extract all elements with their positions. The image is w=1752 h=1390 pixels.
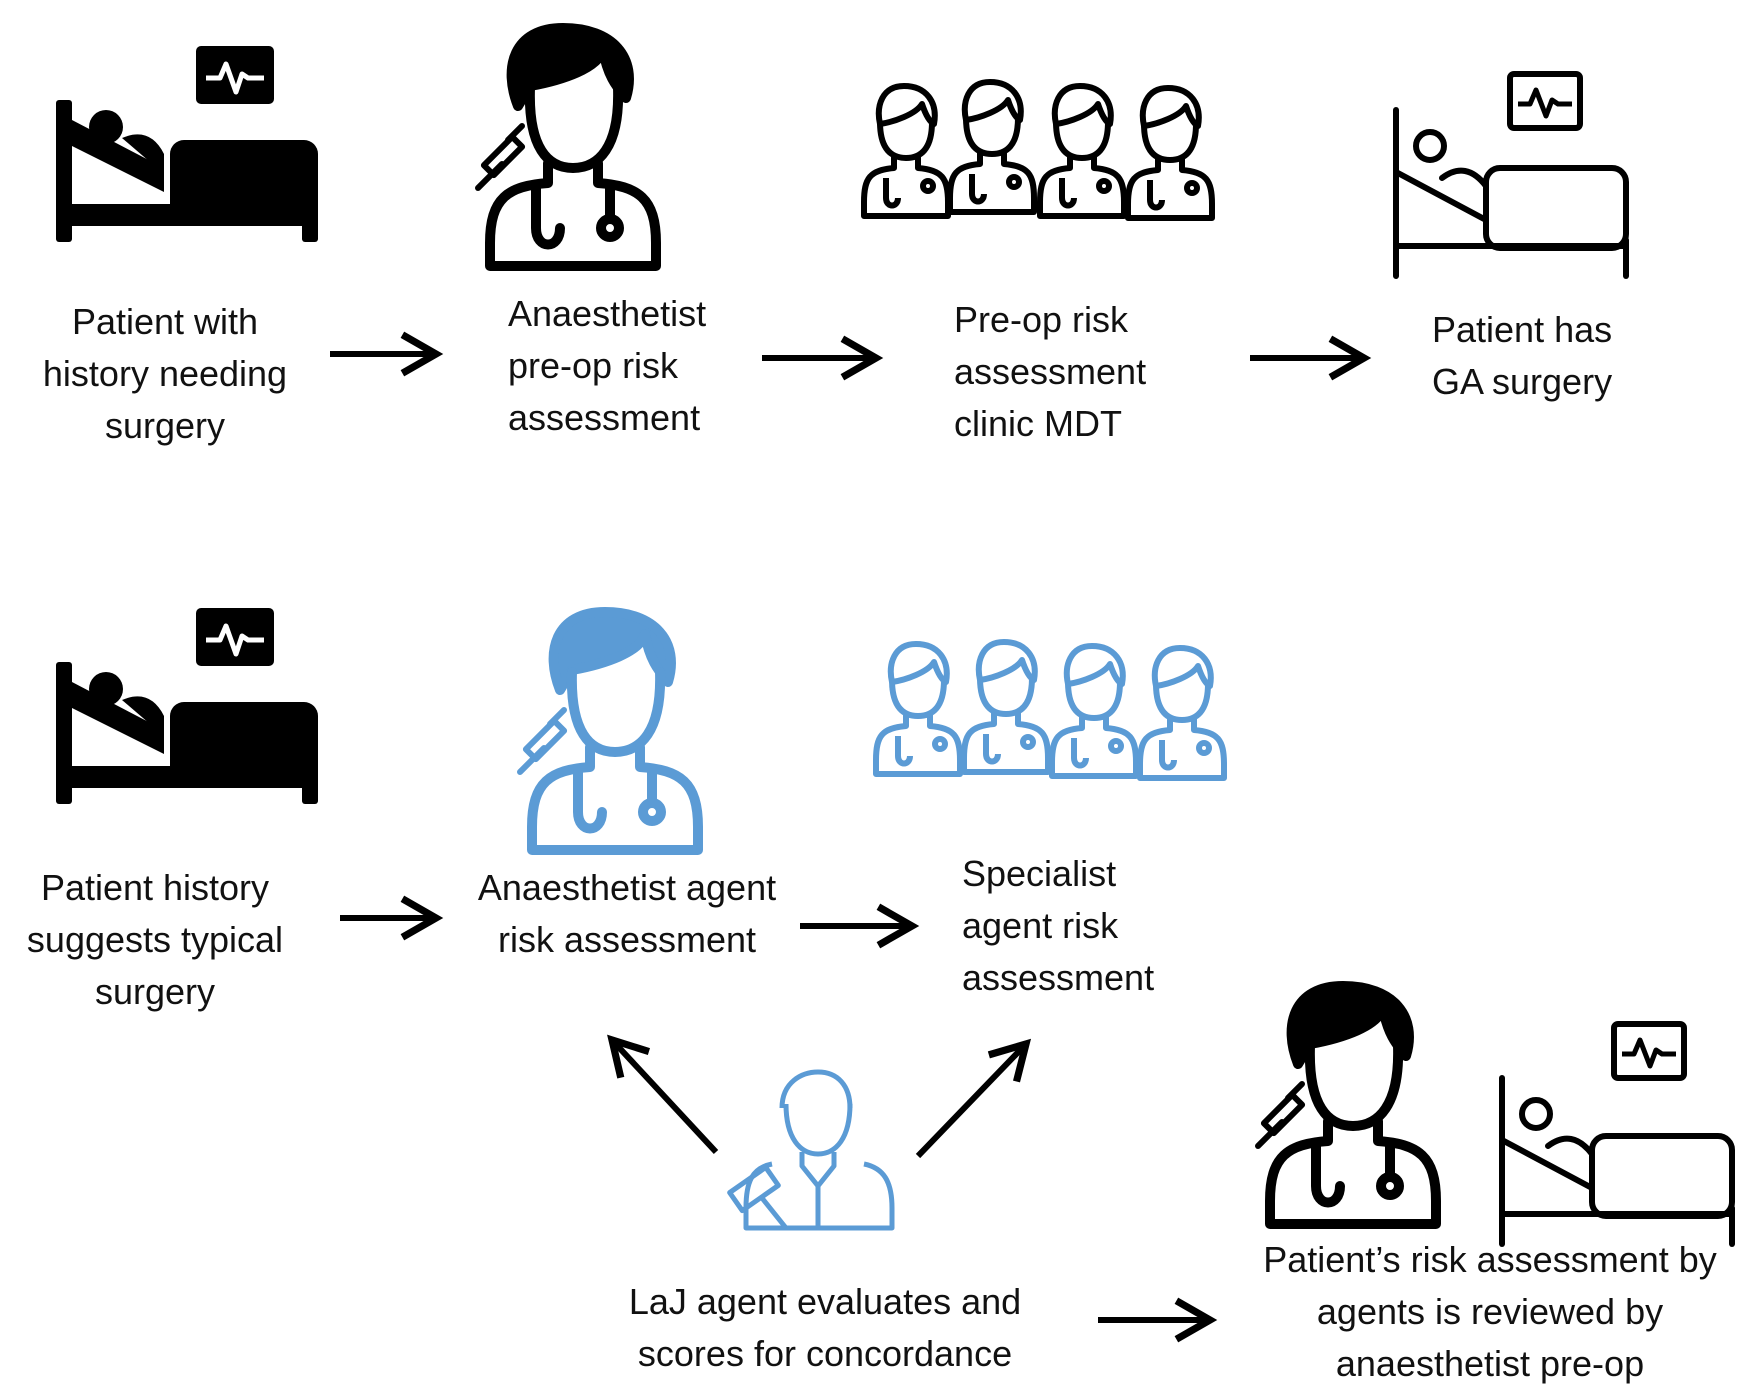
surgery-monitor-icon: [1510, 74, 1580, 128]
specialist-team-icon: [876, 642, 1224, 778]
patient-bed-icon: [56, 100, 318, 242]
anaesthetist-assessment-label: Anaesthetist pre-op risk assessment: [508, 293, 707, 438]
review-monitor-icon: [1614, 1024, 1684, 1078]
heart-monitor-icon-2: [196, 608, 274, 666]
mdt-clinic-label: Pre-op risk assessment clinic MDT: [954, 299, 1147, 444]
review-patient-bed-icon: [1502, 1078, 1732, 1244]
up-left-arrow-icon: [607, 1034, 719, 1155]
patient-history-label: Patient with history needing surgery: [42, 301, 288, 446]
clinical-team-icon: [864, 82, 1212, 218]
specialist-agent-label: Specialist agent risk assessment: [962, 853, 1155, 998]
up-right-arrow-icon: [915, 1038, 1032, 1159]
anaesthetist-icon: [478, 28, 656, 266]
reviewing-anaesthetist-icon: [1258, 986, 1436, 1224]
patient-typical-surgery-label: Patient history suggests typical surgery: [26, 867, 284, 1012]
review-label: Patient’s risk assessment by agents is r…: [1263, 1239, 1717, 1384]
anaesthetist-agent-icon: [520, 612, 698, 850]
judge-agent-icon: [730, 1072, 892, 1228]
ga-surgery-label: Patient has GA surgery: [1432, 309, 1613, 402]
patient-bed-icon-2: [56, 662, 318, 804]
heart-monitor-icon: [196, 46, 274, 104]
surgery-patient-bed-icon: [1396, 110, 1626, 276]
laj-agent-label: LaJ agent evaluates and scores for conco…: [628, 1281, 1022, 1374]
anaesthetist-agent-label: Anaesthetist agent risk assessment: [477, 867, 777, 960]
